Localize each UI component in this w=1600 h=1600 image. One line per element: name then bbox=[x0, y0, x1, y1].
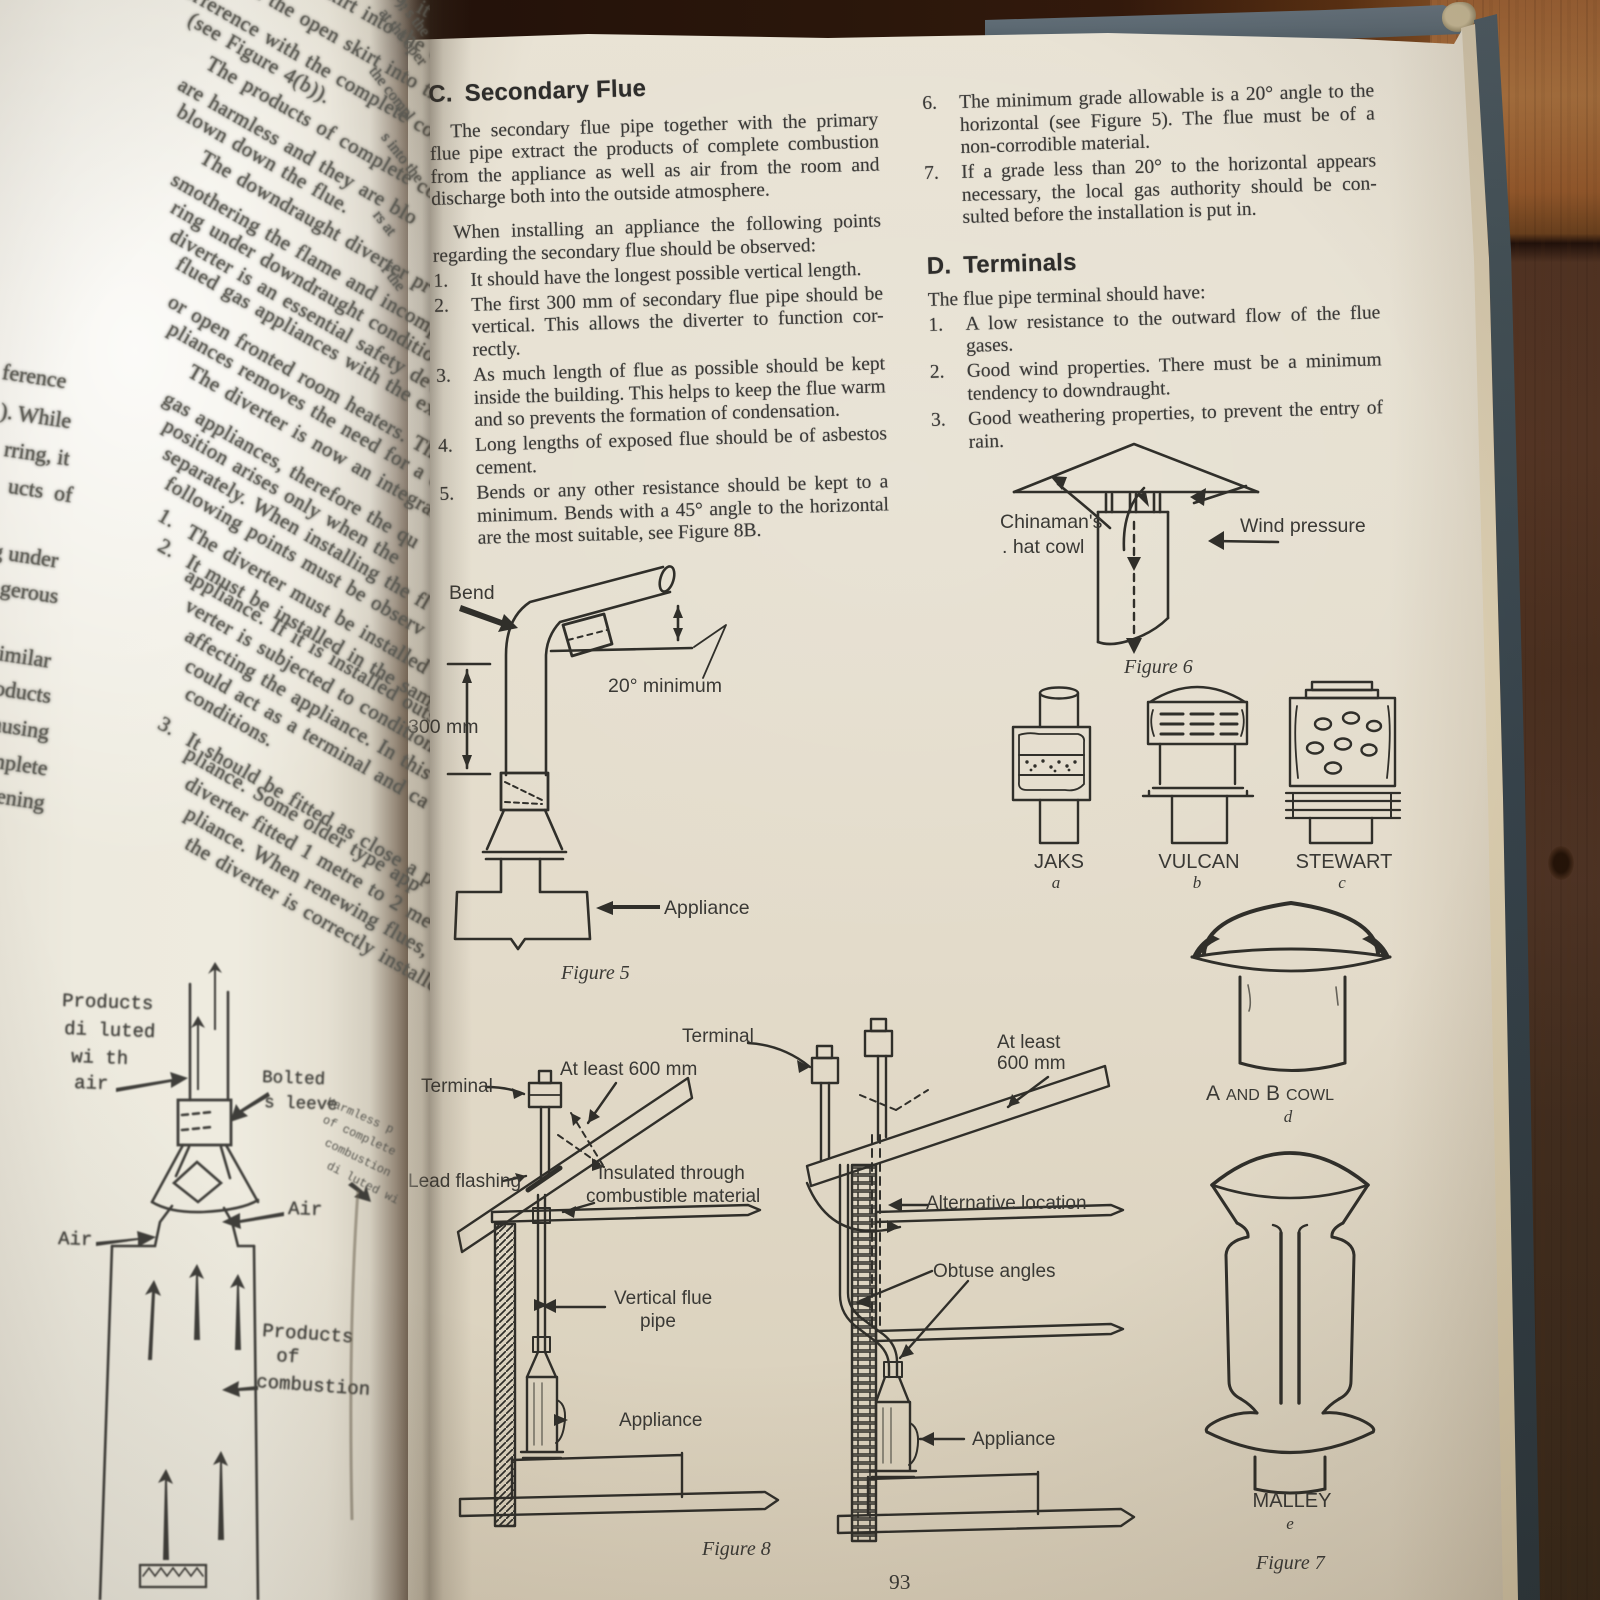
svg-text:Terminal: Terminal bbox=[682, 1026, 754, 1047]
svg-text:600 mm: 600 mm bbox=[997, 1053, 1066, 1074]
svg-text:B: B bbox=[1266, 1082, 1280, 1105]
svg-text:AND: AND bbox=[1226, 1087, 1260, 1104]
svg-text:air: air bbox=[74, 1072, 109, 1095]
svg-text:VULCAN: VULCAN bbox=[1158, 851, 1239, 873]
svg-text:Appliance: Appliance bbox=[619, 1410, 702, 1431]
svg-text:Terminal: Terminal bbox=[421, 1076, 493, 1097]
svg-text:di luted: di luted bbox=[64, 1018, 156, 1043]
svg-text:Wind pressure: Wind pressure bbox=[1240, 515, 1366, 537]
svg-text:combustible material: combustible material bbox=[586, 1186, 760, 1207]
svg-text:Chinaman's: Chinaman's bbox=[1000, 511, 1103, 533]
svg-text:d: d bbox=[1284, 1107, 1293, 1126]
svg-text:Products: Products bbox=[62, 990, 154, 1015]
svg-text:Obtuse angles: Obtuse angles bbox=[933, 1261, 1056, 1282]
svg-text:wi th: wi th bbox=[71, 1046, 129, 1070]
svg-text:Vertical flue: Vertical flue bbox=[614, 1288, 712, 1309]
svg-text:combustion: combustion bbox=[256, 1371, 371, 1401]
svg-text:c: c bbox=[1338, 873, 1346, 892]
svg-text:Insulated through: Insulated through bbox=[598, 1163, 745, 1184]
svg-text:JAKS: JAKS bbox=[1034, 851, 1084, 873]
svg-text:of: of bbox=[276, 1345, 300, 1369]
svg-text:20° minimum: 20° minimum bbox=[608, 675, 722, 697]
svg-text:MALLEY: MALLEY bbox=[1253, 1490, 1332, 1512]
svg-text:e: e bbox=[1286, 1514, 1294, 1533]
svg-text:Air: Air bbox=[58, 1228, 93, 1251]
svg-text:Bolted: Bolted bbox=[262, 1068, 326, 1090]
svg-text:b: b bbox=[1193, 873, 1202, 892]
svg-text:Products: Products bbox=[262, 1320, 355, 1348]
svg-text:STEWART: STEWART bbox=[1296, 851, 1393, 873]
svg-text:At least 600 mm: At least 600 mm bbox=[560, 1059, 697, 1080]
svg-text:Appliance: Appliance bbox=[972, 1429, 1055, 1450]
svg-text:Bend: Bend bbox=[449, 582, 495, 604]
svg-text:Lead flashing: Lead flashing bbox=[408, 1171, 521, 1192]
svg-text:. hat cowl: . hat cowl bbox=[1002, 536, 1084, 558]
svg-text:pipe: pipe bbox=[640, 1311, 676, 1332]
svg-text:A: A bbox=[1206, 1082, 1220, 1105]
svg-text:a: a bbox=[1052, 873, 1061, 892]
svg-text:Appliance: Appliance bbox=[664, 897, 750, 919]
svg-text:s leeve: s leeve bbox=[264, 1093, 338, 1116]
svg-text:At least: At least bbox=[997, 1032, 1061, 1053]
svg-text:Alternative location: Alternative location bbox=[926, 1193, 1087, 1214]
svg-text:Air: Air bbox=[288, 1198, 323, 1221]
svg-text:COWL: COWL bbox=[1286, 1087, 1334, 1104]
